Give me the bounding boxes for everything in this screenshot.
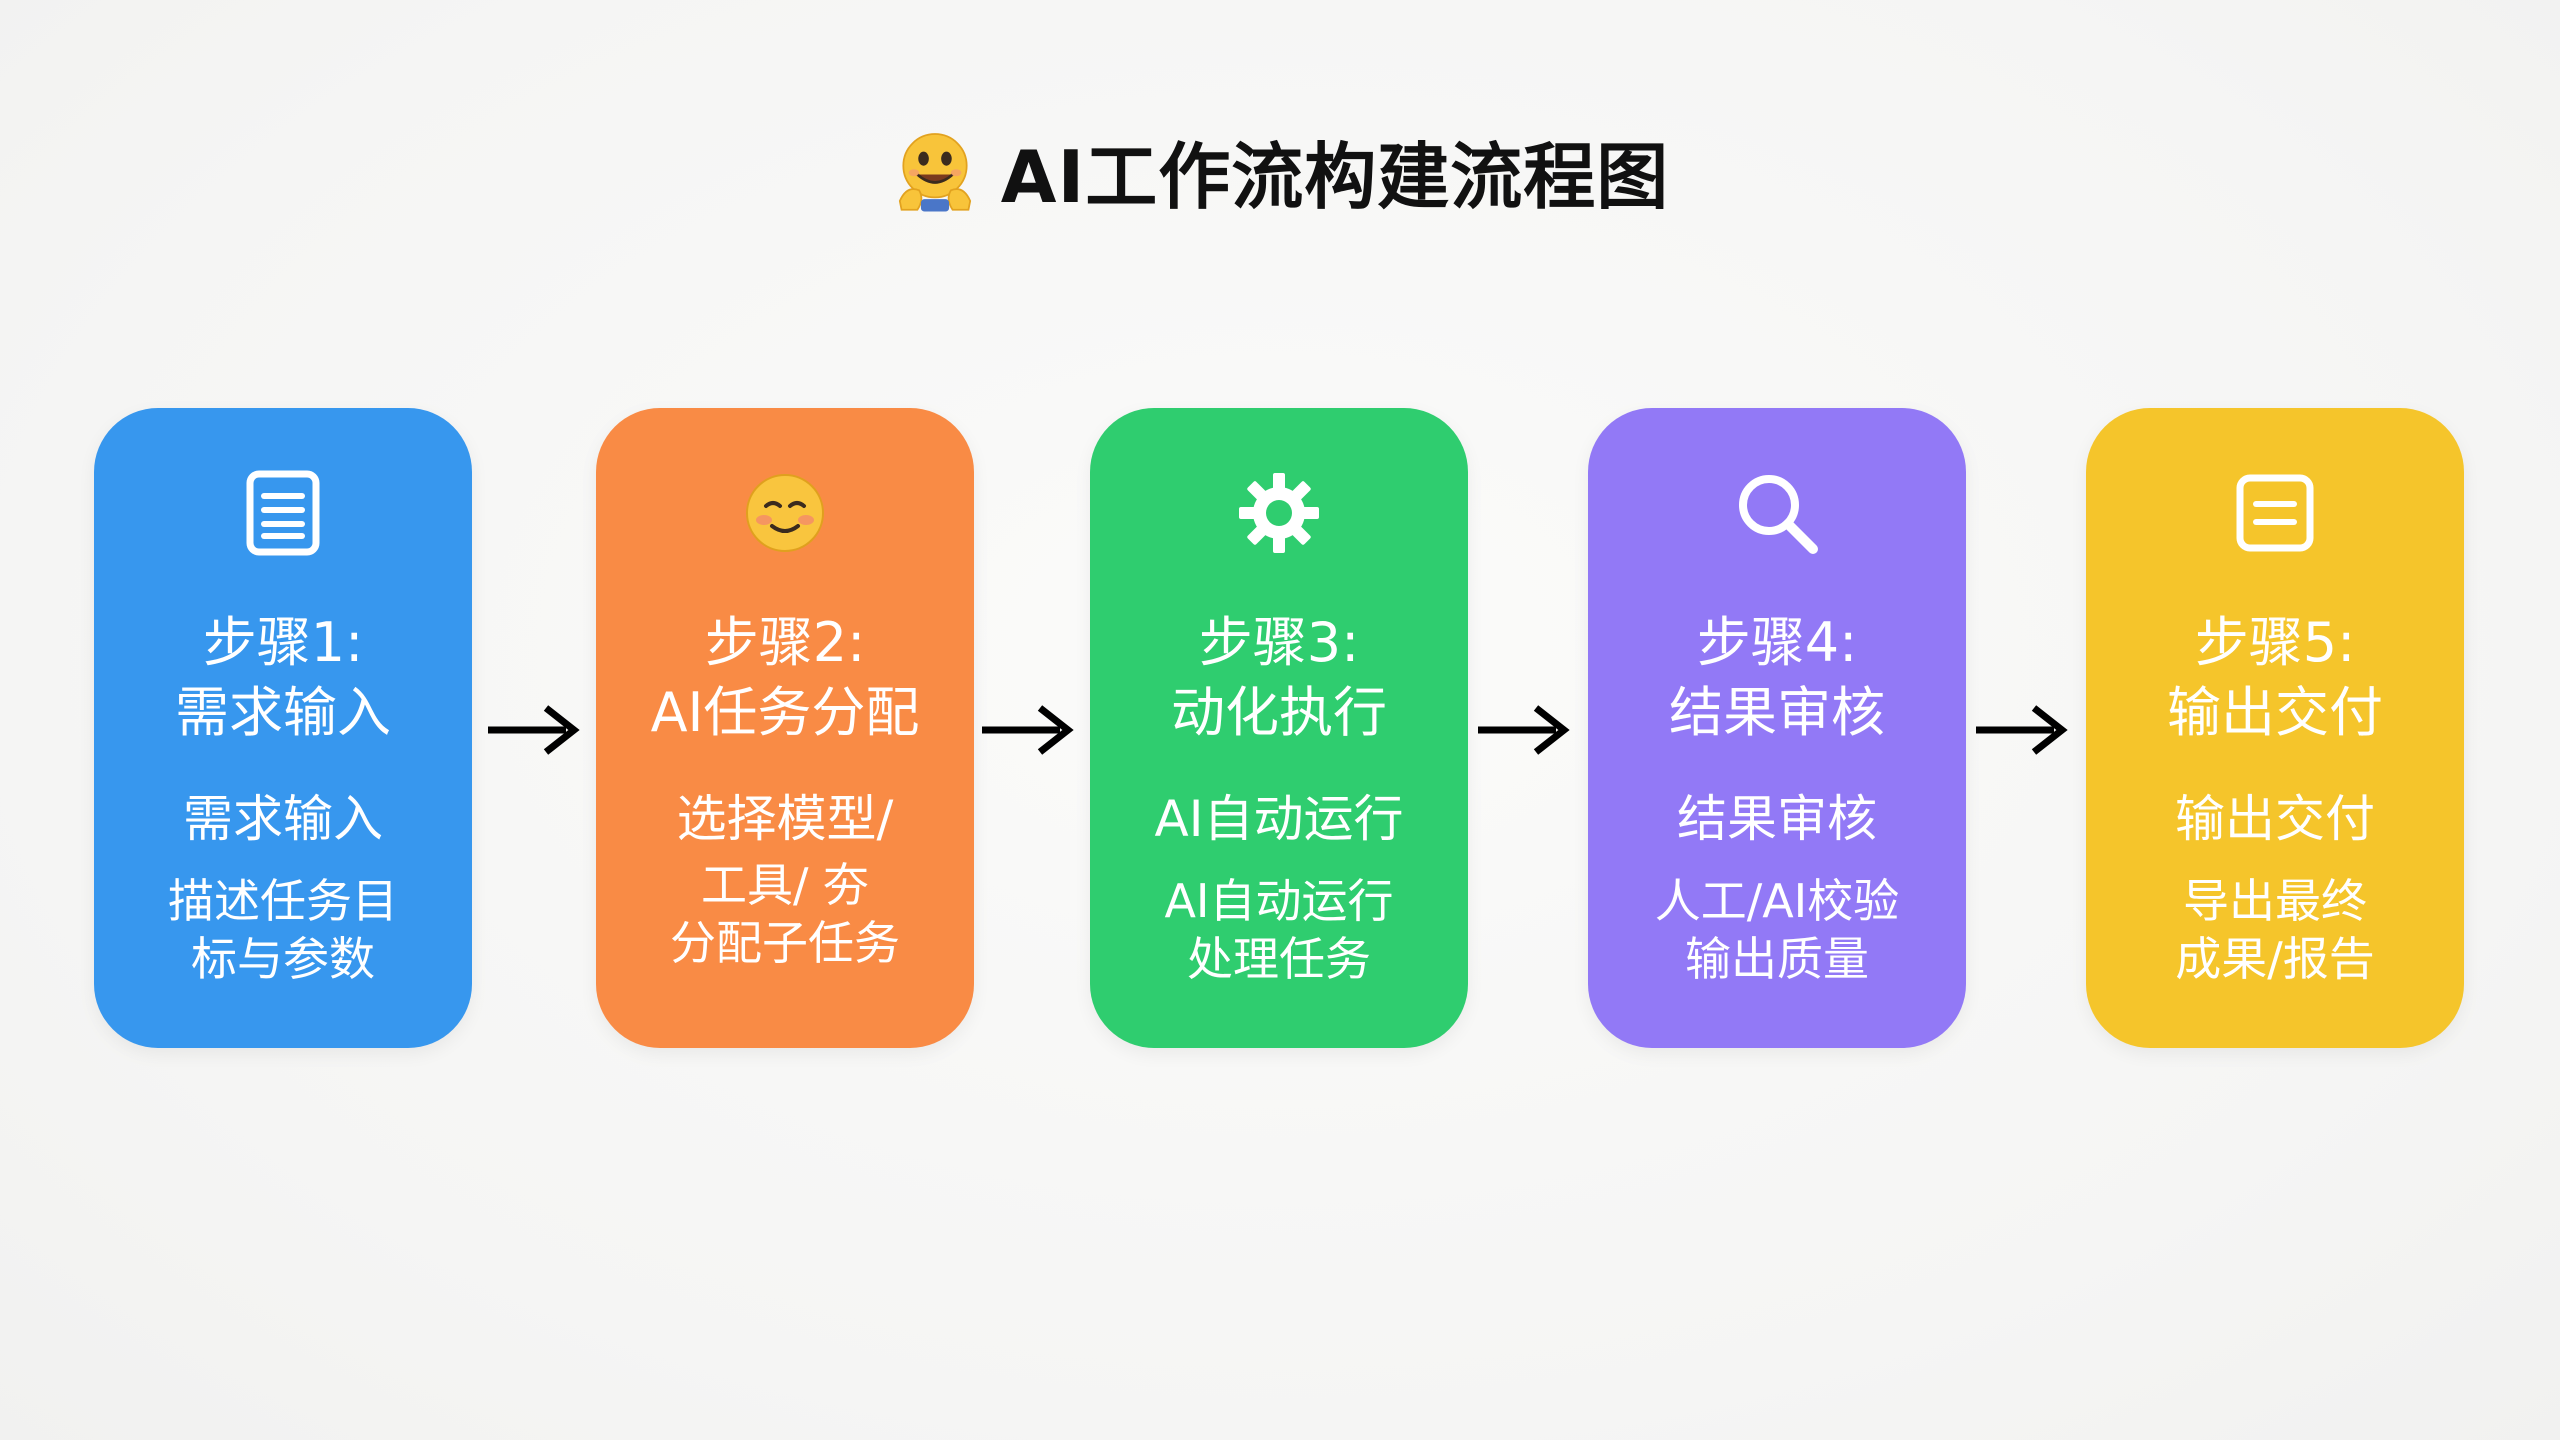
arrow-right-icon [1976, 705, 2068, 755]
step-heading: 步骤2: AI任务分配 [651, 608, 920, 748]
step-description: 描述任务目 标与参数 [138, 872, 428, 988]
title-text: AI工作流构建流程图 [1000, 135, 1670, 219]
step-subtitle: 输出交付 [2175, 790, 2375, 848]
step-subtitle: AI自动运行 [1154, 790, 1404, 848]
step-title: 结果审核 [1669, 681, 1885, 744]
step-card-2: 步骤2: AI任务分配 选择模型/ 工具/ 夯 分配子任务 [596, 408, 974, 1048]
step-number: 步骤1: [202, 611, 364, 674]
step-description-line: 分配子任务 [670, 916, 900, 970]
step-card-1: 步骤1: 需求输入 需求输入 描述任务目 标与参数 [94, 408, 472, 1048]
step-description: 工具/ 夯 分配子任务 [640, 856, 930, 972]
step-card-3: 步骤3: 动化执行 AI自动运行 AI自动运行 处理任务 [1090, 408, 1468, 1048]
step-card-5: 步骤5: 输出交付 输出交付 导出最终 成果/报告 [2086, 408, 2464, 1048]
step-heading: 步骤1: 需求输入 [175, 608, 391, 748]
step-heading: 步骤3: 动化执行 [1171, 608, 1387, 748]
step-subtitle: 结果审核 [1677, 790, 1877, 848]
step-description-line: 导出最终 [2183, 874, 2367, 928]
step-title: 动化执行 [1171, 681, 1387, 744]
hugging-face-emoji-icon [898, 132, 971, 211]
step-description-line: 描述任务目 [168, 874, 398, 928]
step-heading: 步骤4: 结果审核 [1669, 608, 1885, 748]
step-description-line: AI自动运行 [1164, 874, 1394, 928]
document-icon [238, 468, 328, 558]
smiling-face-emoji-icon [740, 468, 830, 558]
step-description: AI自动运行 处理任务 [1134, 872, 1423, 988]
arrow-right-icon [1478, 705, 1570, 755]
step-card-4: 步骤4: 结果审核 结果审核 人工/AI校验 输出质量 [1588, 408, 1966, 1048]
page-title: AI工作流构建流程图 [0, 118, 2560, 223]
step-subtitle: 需求输入 [183, 790, 383, 848]
step-description-line: 输出质量 [1684, 932, 1869, 986]
step-heading: 步骤5: 输出交付 [2167, 608, 2383, 748]
step-number: 步骤3: [1198, 611, 1360, 674]
magnifier-icon [1732, 468, 1822, 558]
step-number: 步骤4: [1696, 611, 1858, 674]
report-icon [2230, 468, 2320, 558]
step-title: 需求输入 [175, 681, 391, 744]
step-subtitle: 选择模型/ [676, 790, 894, 848]
step-title: 输出交付 [2167, 681, 2383, 744]
step-description: 人工/AI校验 输出质量 [1625, 872, 1930, 988]
step-description-line: 处理任务 [1186, 932, 1371, 986]
step-description-line: 人工/AI校验 [1654, 874, 1900, 928]
step-description-line: 标与参数 [191, 932, 375, 986]
step-description: 导出最终 成果/报告 [2145, 872, 2405, 988]
arrow-right-icon [488, 705, 580, 755]
step-number: 步骤5: [2194, 611, 2356, 674]
step-description-line: 成果/报告 [2175, 932, 2375, 986]
step-title: AI任务分配 [650, 681, 920, 744]
step-description-line: 工具/ 夯 [700, 858, 870, 912]
gear-icon [1234, 468, 1324, 558]
step-number: 步骤2: [704, 611, 866, 674]
arrow-right-icon [982, 705, 1074, 755]
